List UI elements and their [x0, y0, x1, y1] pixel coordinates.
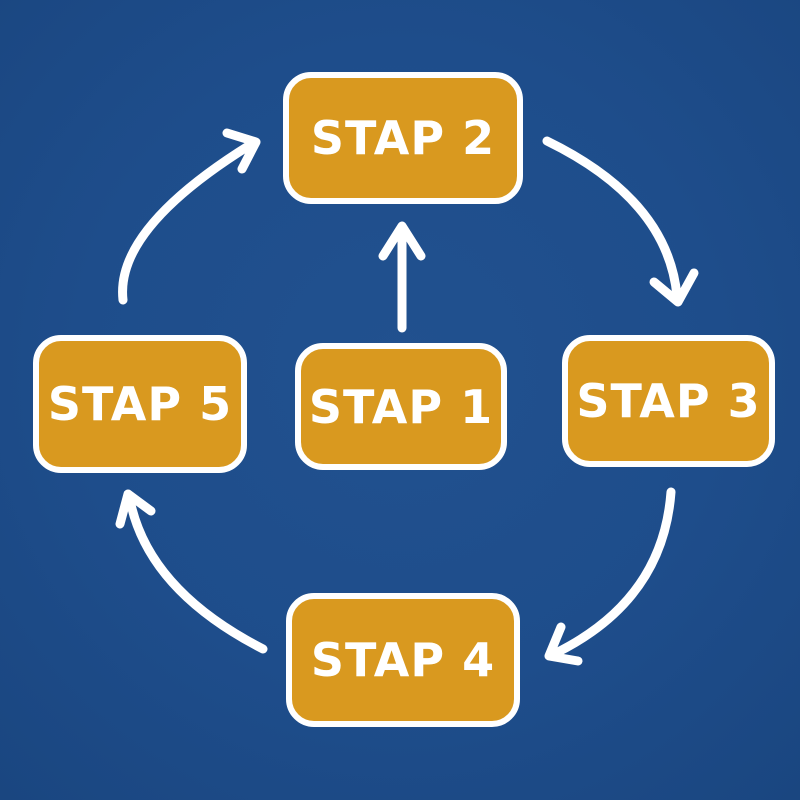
arrow-step3-to-step4	[544, 487, 676, 666]
arrowhead-up-icon	[378, 221, 426, 261]
step-label: STAP 3	[576, 374, 761, 428]
step-label: STAP 5	[47, 377, 233, 431]
step-label: STAP 4	[310, 633, 496, 687]
arrowhead-left-icon	[544, 622, 583, 666]
step-box-stap-5: STAP 5	[33, 335, 247, 473]
arrowhead-down-icon	[649, 268, 699, 307]
step-label: STAP 1	[308, 379, 494, 434]
step-box-stap-2: STAP 2	[283, 72, 523, 204]
arrow-step4-to-step5	[115, 489, 268, 654]
step-box-stap-4: STAP 4	[286, 593, 520, 727]
step-box-stap-1: STAP 1	[295, 343, 507, 470]
arrow-step5-to-step2	[118, 128, 261, 305]
arrow-step1-to-step2	[378, 221, 426, 333]
arrow-step2-to-step3	[542, 136, 699, 307]
arrowhead-right-icon	[222, 128, 261, 174]
step-label: STAP 2	[310, 111, 496, 165]
arrowhead-up-icon	[115, 489, 156, 529]
step-box-stap-3: STAP 3	[562, 335, 775, 467]
